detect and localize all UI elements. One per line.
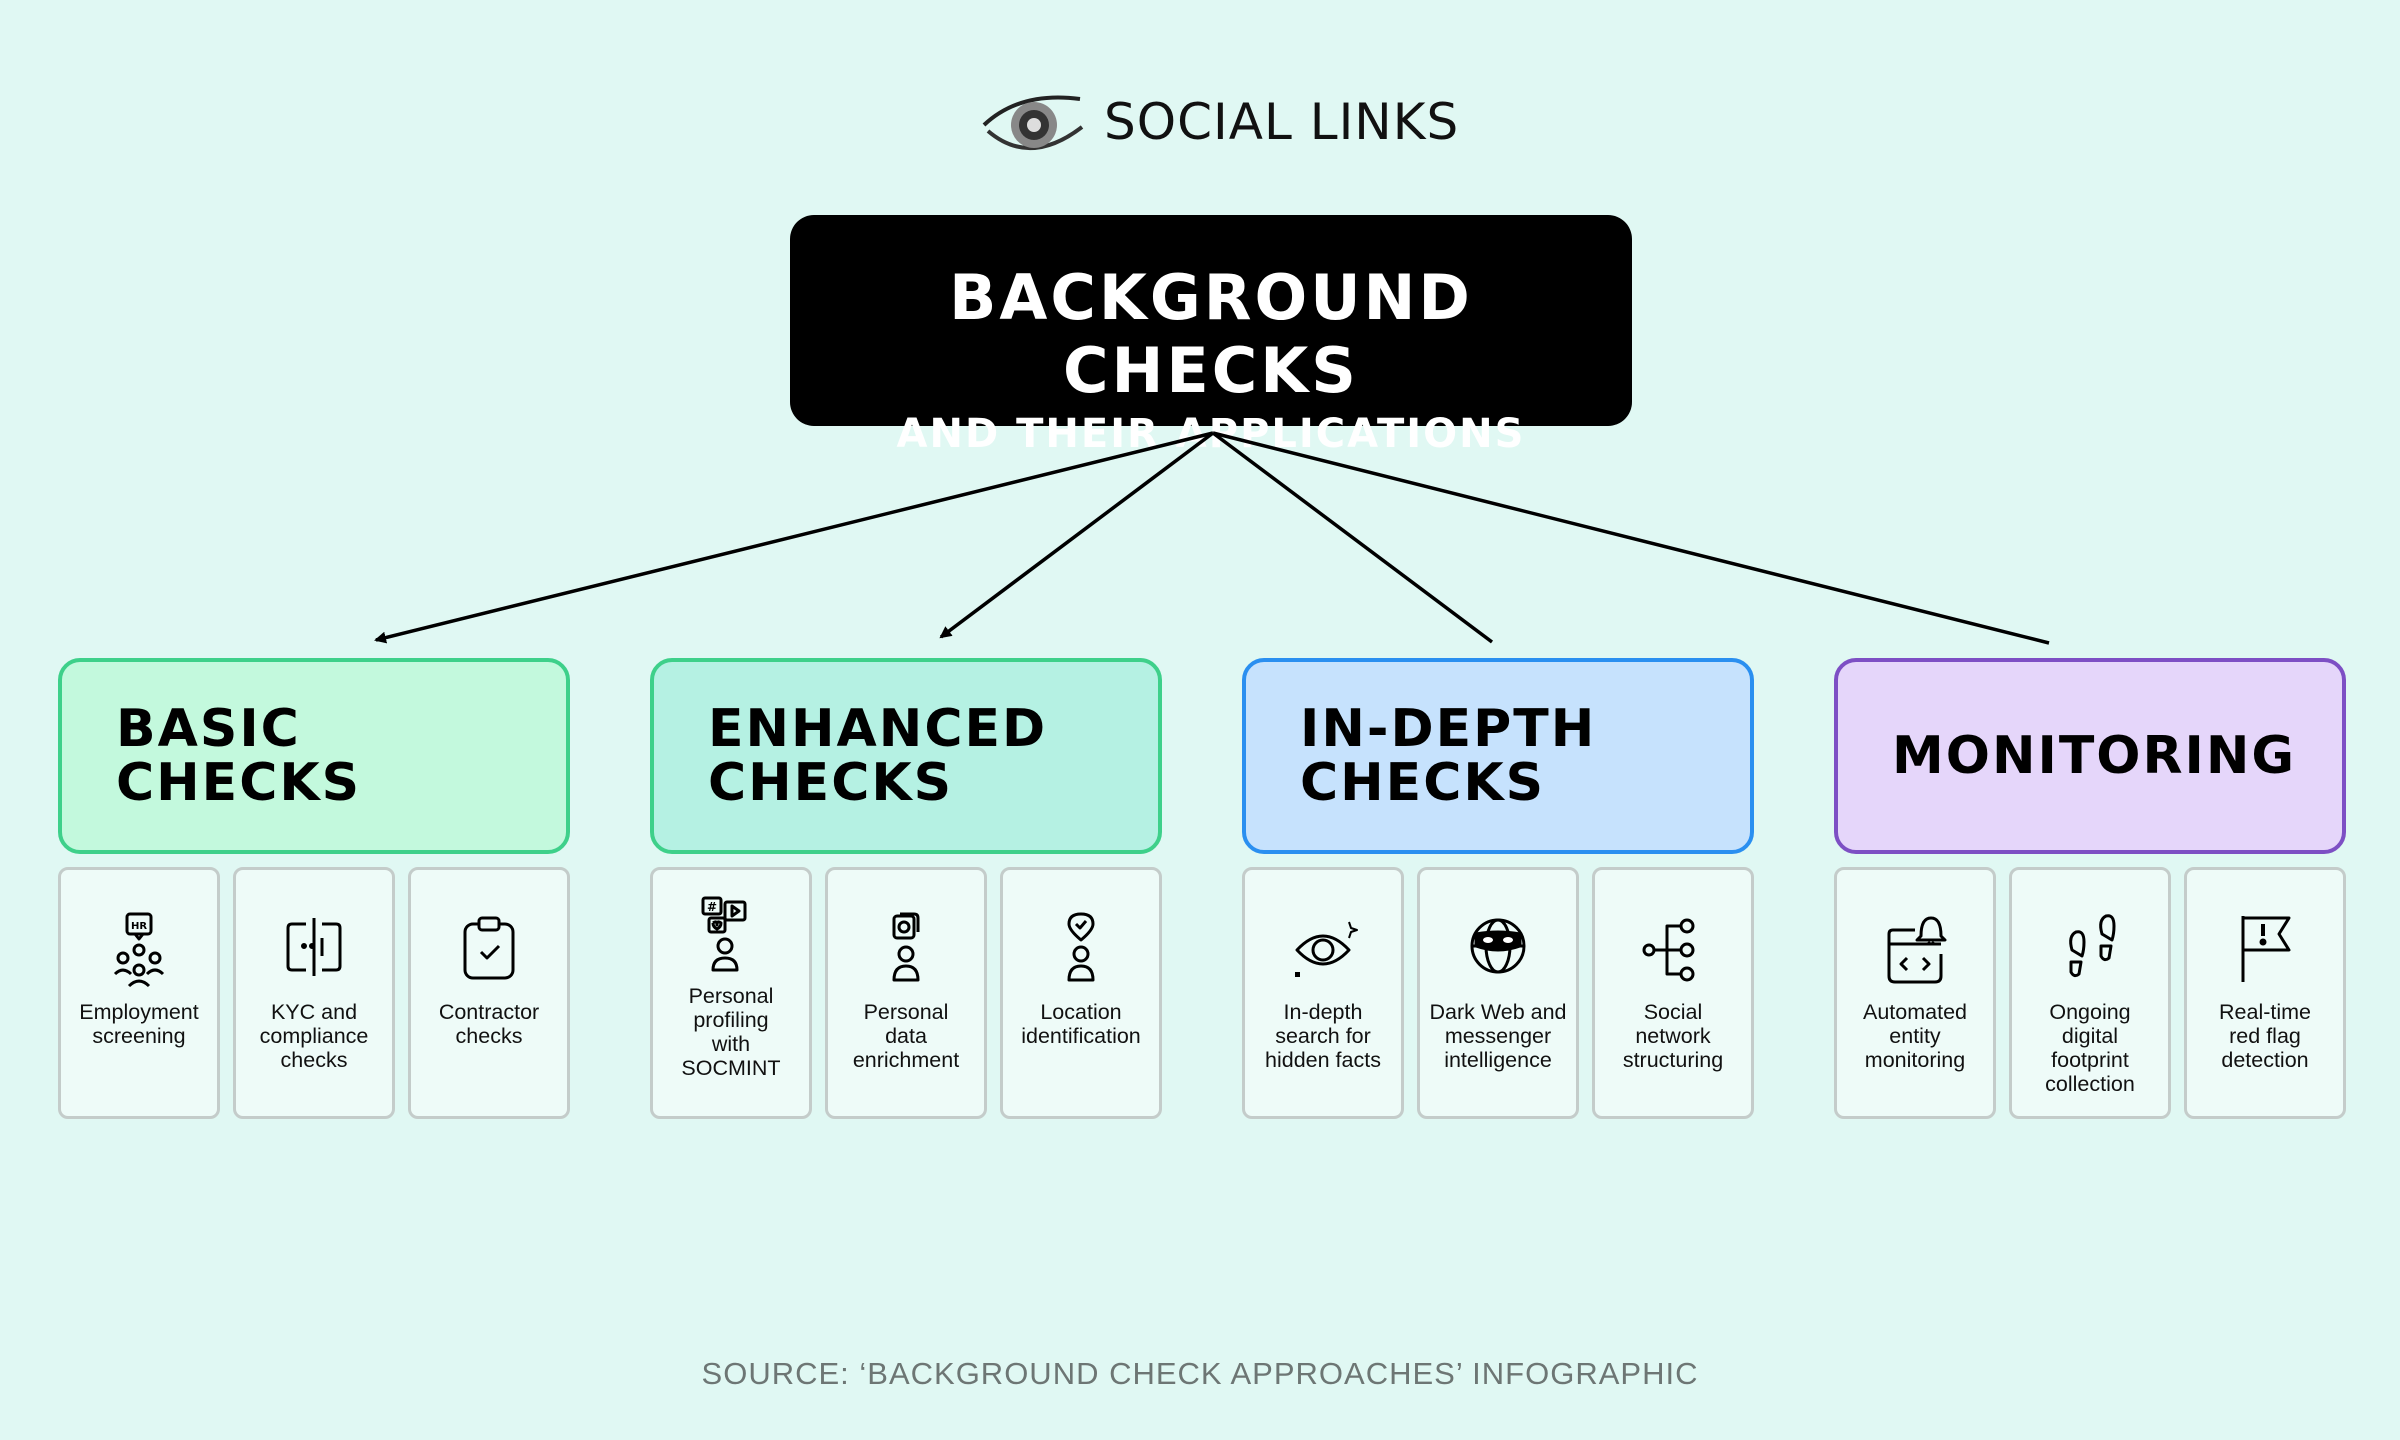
code-bell-icon [1887, 916, 1947, 984]
network-tree-icon [1642, 918, 1695, 982]
column-enhanced-checks: ENHANCED CHECKS # Personal profiling wit… [650, 658, 1162, 1119]
item-label: Contractor checks [438, 1000, 540, 1048]
category-enhanced-checks: ENHANCED CHECKS [650, 658, 1162, 854]
item-automated-entity-monitoring: Automated entity monitoring [1834, 867, 1996, 1119]
data-person-icon [892, 912, 920, 982]
social-profile-icon: # [701, 896, 747, 972]
page-subtitle: AND THEIR APPLICATIONS [896, 411, 1526, 457]
item-label: In-depth search for hidden facts [1265, 1000, 1381, 1072]
item-label: Social network structuring [1622, 1000, 1724, 1072]
item-label: Ongoing digital footprint collection [2045, 1000, 2135, 1096]
category-in-depth-checks: IN-DEPTH CHECKS [1242, 658, 1754, 854]
item-personal-profiling: # Personal profiling with SOCMINT [650, 867, 812, 1119]
hr-team-icon: HR [113, 912, 165, 988]
category-label: ENHANCED CHECKS [708, 699, 1048, 813]
footprints-icon [2069, 914, 2116, 978]
item-label: Employment screening [79, 1000, 199, 1048]
logo-text: SOCIAL LINKS [1104, 93, 1460, 151]
arrow-in-depth [1211, 431, 1494, 644]
item-label: Automated entity monitoring [1863, 1000, 1967, 1072]
item-personal-data-enrichment: Personal data enrichment [825, 867, 987, 1119]
column-monitoring: MONITORING Automated entity monitoring O… [1834, 658, 2346, 1119]
clipboard-check-icon [463, 916, 515, 980]
column-in-depth-checks: IN-DEPTH CHECKS In-depth search for hidd… [1242, 658, 1754, 1119]
svg-text:HR: HR [131, 921, 147, 932]
arrow-monitoring [1212, 431, 2050, 645]
arrow-basic [374, 431, 1214, 644]
page-title: BACKGROUND CHECKS [949, 261, 1473, 407]
item-label: KYC and compliance checks [259, 1000, 369, 1072]
arrow-enhanced [939, 431, 1215, 639]
category-label: IN-DEPTH CHECKS [1300, 699, 1597, 813]
masked-globe-icon [1470, 918, 1526, 974]
item-in-depth-search: In-depth search for hidden facts [1242, 867, 1404, 1119]
eye-sparkle-icon [1295, 921, 1358, 977]
item-employment-screening: HR Employment screening [58, 867, 220, 1119]
item-label: Personal profiling with SOCMINT [681, 984, 781, 1080]
category-basic-checks: BASIC CHECKS [58, 658, 570, 854]
item-dark-web-intelligence: Dark Web and messenger intelligence [1417, 867, 1579, 1119]
item-label: Location identification [1021, 1000, 1141, 1048]
svg-text:#: # [707, 900, 717, 914]
category-label: MONITORING [1892, 726, 2297, 786]
item-social-network-structuring: Social network structuring [1592, 867, 1754, 1119]
title-box: BACKGROUND CHECKS AND THEIR APPLICATIONS [790, 215, 1632, 457]
item-location-identification: Location identification [1000, 867, 1162, 1119]
source-caption: SOURCE: ‘BACKGROUND CHECK APPROACHES’ IN… [701, 1356, 1699, 1391]
eye-logo-icon [982, 95, 1084, 151]
item-contractor-checks: Contractor checks [408, 867, 570, 1119]
item-label: Dark Web and messenger intelligence [1429, 1000, 1567, 1072]
id-face-icon [286, 918, 342, 976]
flag-alert-icon [2241, 916, 2291, 982]
item-kyc-compliance: KYC and compliance checks [233, 867, 395, 1119]
column-basic-checks: BASIC CHECKS HR Employment screening [58, 658, 570, 1119]
item-label: Real-time red flag detection [2219, 1000, 2311, 1072]
item-label: Personal data enrichment [852, 1000, 960, 1072]
category-label: BASIC CHECKS [116, 699, 362, 813]
item-digital-footprint-collection: Ongoing digital footprint collection [2009, 867, 2171, 1119]
category-monitoring: MONITORING [1834, 658, 2346, 854]
location-person-icon [1067, 912, 1095, 982]
item-red-flag-detection: Real-time red flag detection [2184, 867, 2346, 1119]
logo: SOCIAL LINKS [980, 82, 1459, 162]
